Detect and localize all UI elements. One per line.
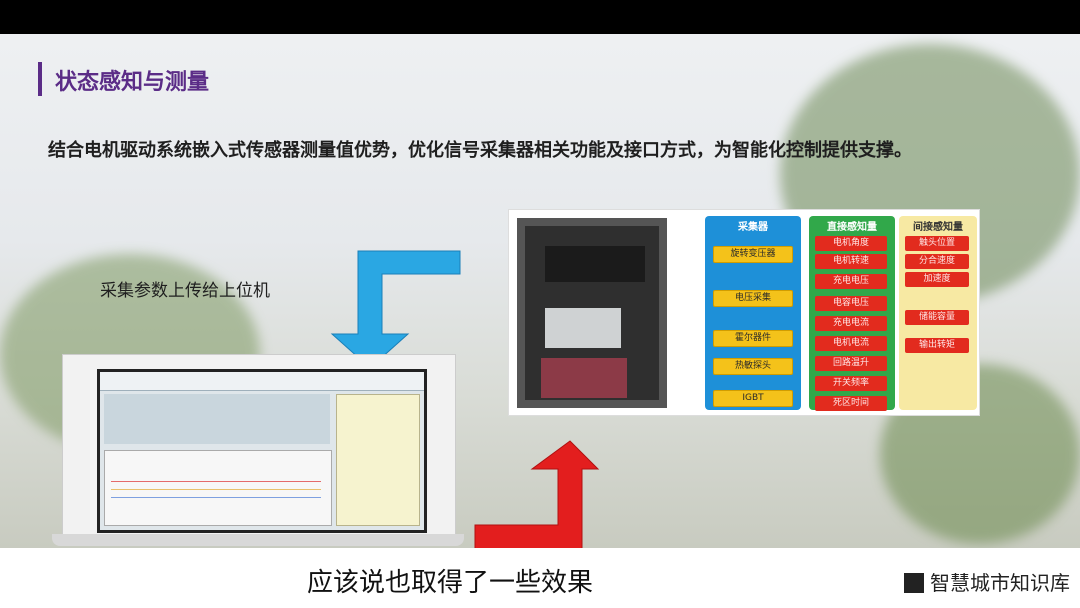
collector-item: 霍尔器件 [713, 330, 793, 347]
slide-title: 状态感知与测量 [55, 70, 210, 95]
brand-watermark: 智慧城市知识库 [904, 567, 1070, 596]
brand-logo-icon [904, 573, 924, 593]
top-black-bar [0, 0, 1080, 34]
blue-arrow-icon [330, 250, 461, 369]
direct-quantity-item: 电机转速 [815, 254, 887, 269]
direct-quantity-item: 电容电压 [815, 296, 887, 311]
upload-label: 采集参数上传给上位机 [100, 281, 270, 301]
indirect-quantity-item: 分合速度 [905, 254, 969, 269]
subtitle-bar: 应该说也取得了一些效果 智慧城市知识库 [0, 548, 1080, 608]
direct-quantity-item: 开关频率 [815, 376, 887, 391]
collector-item: 电压采集 [713, 290, 793, 307]
laptop-monitor [52, 354, 464, 548]
slide: 状态感知与测量 结合电机驱动系统嵌入式传感器测量值优势，优化信号采集器相关功能及… [0, 34, 1080, 548]
indirect-quantity-item: 触头位置 [905, 236, 969, 251]
collector-item: 热敏探头 [713, 358, 793, 375]
collector-item: 旋转变压器 [713, 246, 793, 263]
direct-quantity-item: 充电电压 [815, 274, 887, 289]
direct-quantity-item: 充电电流 [815, 316, 887, 331]
direct-quantity-item: 死区时间 [815, 396, 887, 411]
indirect-quantity-item: 储能容量 [905, 310, 969, 325]
monitoring-software-screen [97, 369, 427, 533]
subtitle-text: 应该说也取得了一些效果 [306, 568, 593, 598]
indirect-quantity-item: 输出转矩 [905, 338, 969, 353]
red-arrow-icon [474, 440, 600, 548]
slide-body-text: 结合电机驱动系统嵌入式传感器测量值优势，优化信号采集器相关功能及接口方式，为智能… [48, 140, 912, 161]
direct-column: 直接感知量 电机角度电机转速充电电压电容电压充电电流电机电流回路温升开关频率死区… [809, 216, 895, 411]
indirect-quantity-item: 加速度 [905, 272, 969, 287]
cabinet-photo [517, 218, 667, 408]
direct-quantity-item: 回路温升 [815, 356, 887, 371]
collector-item: IGBT [713, 390, 793, 407]
direct-quantity-item: 电机角度 [815, 236, 887, 251]
title-accent-bar [38, 62, 42, 96]
indirect-column: 间接感知量 触头位置分合速度加速度储能容量输出转矩 [899, 216, 977, 410]
direct-quantity-item: 电机电流 [815, 336, 887, 351]
